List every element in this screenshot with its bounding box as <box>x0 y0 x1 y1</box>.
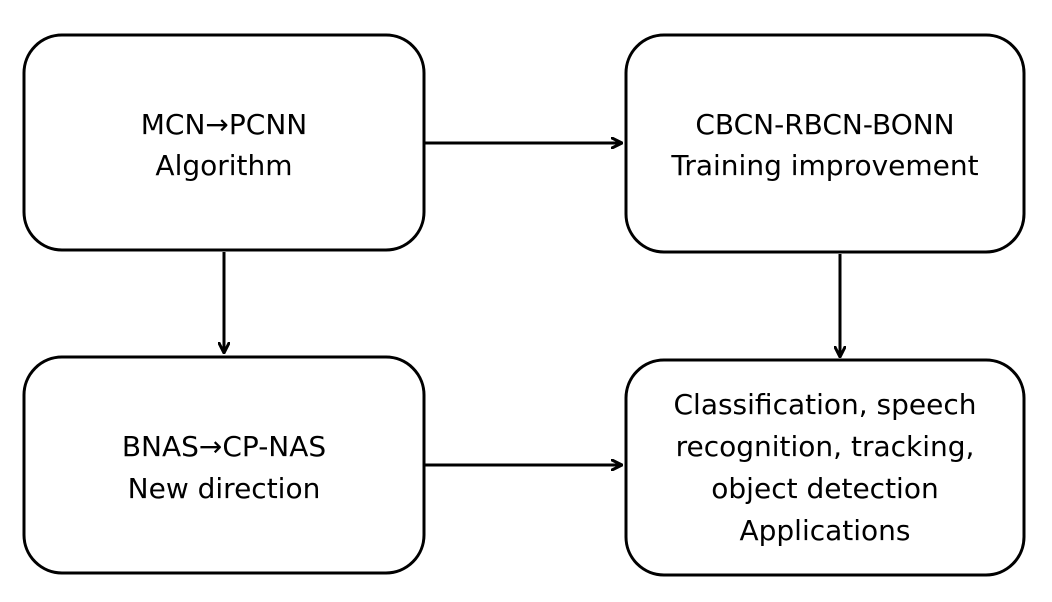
node-applications-line-2: recognition, tracking, <box>676 430 975 463</box>
node-algorithm: MCN→PCNN Algorithm <box>22 33 426 252</box>
node-algorithm-box <box>22 33 426 252</box>
node-algorithm-line-2: Algorithm <box>155 149 292 182</box>
node-training-improvement: CBCN-RBCN-BONN Training improvement <box>624 33 1026 254</box>
node-applications-line-4: Applications <box>739 514 910 547</box>
node-applications-line-3: object detection <box>711 472 938 505</box>
node-applications-box <box>624 358 1026 577</box>
node-new-direction-line-2: New direction <box>128 472 321 505</box>
node-training-improvement-line-2: Training improvement <box>670 149 978 182</box>
node-training-improvement-box <box>624 33 1026 254</box>
node-applications: Classification, speech recognition, trac… <box>624 358 1026 577</box>
edges <box>224 143 840 465</box>
node-new-direction: BNAS→CP-NAS New direction <box>22 355 426 575</box>
node-new-direction-box <box>22 355 426 575</box>
node-applications-line-1: Classification, speech <box>673 388 976 421</box>
node-training-improvement-line-1: CBCN-RBCN-BONN <box>695 108 954 141</box>
node-algorithm-line-1: MCN→PCNN <box>141 108 307 141</box>
node-new-direction-line-1: BNAS→CP-NAS <box>122 430 326 463</box>
